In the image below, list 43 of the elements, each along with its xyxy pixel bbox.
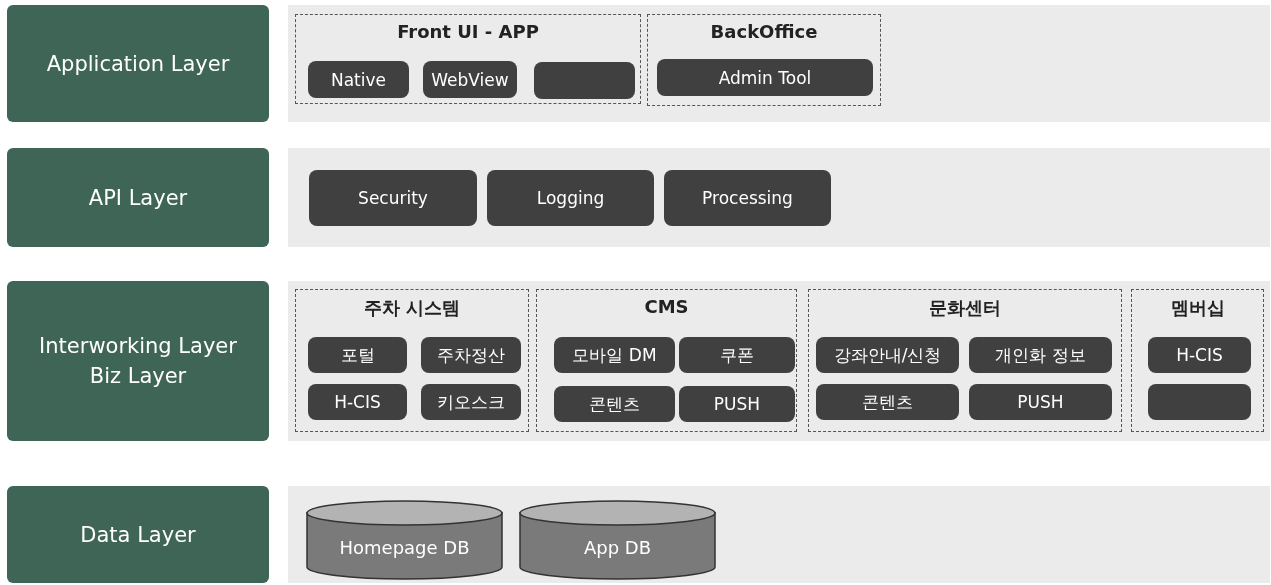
group-title: CMS	[643, 296, 690, 317]
layer-band	[288, 281, 1270, 441]
group-title: 멤버십	[1169, 296, 1226, 320]
component-box: PUSH	[969, 384, 1112, 420]
layer-band	[288, 148, 1270, 247]
database-cylinder: Homepage DB	[306, 500, 503, 580]
group-title: 문화센터	[928, 296, 1002, 320]
group-box	[647, 14, 881, 106]
group-box	[295, 289, 529, 432]
group-title: BackOffice	[709, 21, 819, 42]
component-box: 개인화 정보	[969, 337, 1112, 373]
component-box: Native	[308, 61, 409, 98]
component-box: Security	[309, 170, 477, 226]
component-box: 강좌안내/신청	[816, 337, 959, 373]
group-title: Front UI - APP	[396, 21, 540, 42]
layer-box: Application Layer	[7, 5, 269, 122]
database-cylinder: App DB	[519, 500, 716, 580]
layer-box: API Layer	[7, 148, 269, 247]
component-box: H-CIS	[1148, 337, 1251, 373]
component-box: 콘텐츠	[554, 386, 675, 422]
component-box: 모바일 DM	[554, 337, 675, 373]
group-box	[536, 289, 797, 432]
component-box: WebView	[423, 61, 517, 98]
group-box	[808, 289, 1122, 432]
layer-box: Data Layer	[7, 486, 269, 583]
component-box: 포털	[308, 337, 407, 373]
group-title: 주차 시스템	[362, 296, 462, 320]
layer-band	[288, 486, 1270, 583]
component-box: 주차정산	[421, 337, 521, 373]
component-box	[534, 62, 635, 99]
component-box	[1148, 384, 1251, 420]
component-box: 콘텐츠	[816, 384, 959, 420]
component-box: H-CIS	[308, 384, 407, 420]
component-box: PUSH	[679, 386, 795, 422]
component-box: 키오스크	[421, 384, 521, 420]
group-box	[295, 14, 641, 104]
component-box: Logging	[487, 170, 654, 226]
component-box: Processing	[664, 170, 831, 226]
layer-band	[288, 5, 1270, 122]
component-box: Admin Tool	[657, 59, 873, 96]
layer-box: Interworking Layer Biz Layer	[7, 281, 269, 441]
group-box	[1131, 289, 1264, 432]
component-box: 쿠폰	[679, 337, 795, 373]
